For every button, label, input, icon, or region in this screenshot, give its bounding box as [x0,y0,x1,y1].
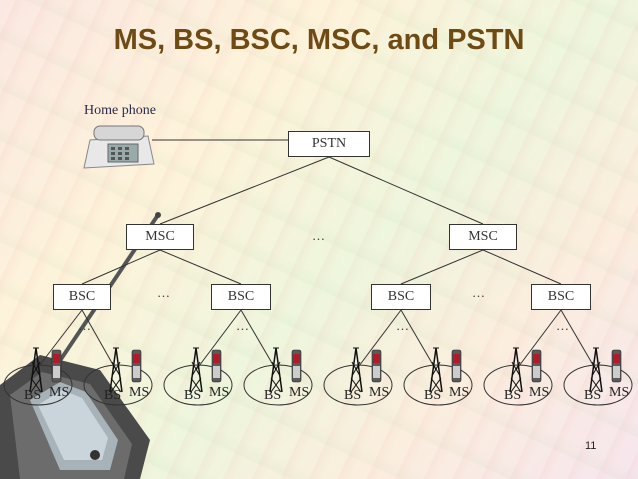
connector-line [515,309,562,371]
bs-label: BS [184,388,202,403]
bsc-node: BSC [211,284,271,310]
ms-label: MS [609,385,630,400]
handset-icon [531,349,542,383]
ellipsis-bsc: … [157,285,170,300]
desk-phone-icon [83,125,155,169]
handset-icon [611,349,622,383]
tower-icon [589,347,603,393]
ms-label: MS [289,385,310,400]
slide-title: MS, BS, BSC, MSC, and PSTN [113,24,525,56]
bs-label: BS [584,388,602,403]
ms-label: MS [449,385,470,400]
home-phone-label: Home phone [84,103,156,118]
bs-label: BS [344,388,362,403]
ellipsis-bs: … [556,318,569,333]
tower-icon [29,347,43,393]
base-station-towers [3,347,633,406]
connector-line [159,249,242,285]
pstn-node: PSTN [288,131,370,157]
handset-icon [211,349,222,383]
connector-line [400,249,484,285]
connector-line [400,309,437,371]
connector-line [482,249,562,285]
bs-label: BS [24,388,42,403]
tower-icon [269,347,283,393]
bs-label: BS [504,388,522,403]
ellipsis-bs: … [396,318,409,333]
mobile-phone-image [0,355,150,479]
tower-icon [509,347,523,393]
msc-node: MSC [126,224,194,250]
ms-label: MS [49,385,70,400]
handset-icons [51,349,622,383]
connector-line [560,309,597,371]
bsc-node: BSC [371,284,431,310]
ellipsis-bsc: … [472,285,485,300]
ms-label: MS [369,385,390,400]
handset-icon [451,349,462,383]
bs-label: BS [264,388,282,403]
tower-icon [429,347,443,393]
ms-label: MS [129,385,150,400]
connector-line [81,249,161,285]
connector-lines [35,139,597,371]
tower-icon [189,347,203,393]
phone-antenna-tip [155,212,161,218]
connector-line [35,309,83,371]
msc-node: MSC [449,224,517,250]
connector-line [328,156,484,225]
handset-icon [371,349,382,383]
bs-label: BS [104,388,122,403]
connector-line [195,309,242,371]
ms-label: MS [529,385,550,400]
handset-icon [51,349,62,383]
bs-label: BS [424,388,442,403]
ms-label: MS [209,385,230,400]
connector-line [355,309,402,371]
tower-icon [109,347,123,393]
ellipsis-bs: … [78,318,91,333]
connector-line [159,156,330,225]
tower-icon [349,347,363,393]
connector-line [81,309,117,371]
bsc-node: BSC [531,284,591,310]
ellipsis-bs: … [236,318,249,333]
handset-icon [131,349,142,383]
bsc-node: BSC [53,284,111,310]
handset-icon [291,349,302,383]
connector-line [240,309,277,371]
ellipsis-msc: … [312,228,325,243]
page-number: 11 [585,440,597,452]
